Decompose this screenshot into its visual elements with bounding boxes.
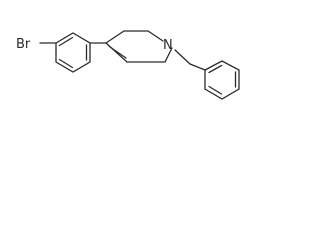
bromophenyl-ring-bonds	[55, 32, 91, 73]
benzyl-phenyl-double-bond-1	[208, 64, 223, 74]
benzyl-phenyl-double-bond-3	[208, 85, 223, 95]
benzyl-phenyl-ring-bonds	[204, 60, 240, 100]
bromine-atom-label: Br	[16, 37, 31, 52]
nitrogen-atom-label: N	[163, 38, 173, 53]
bromophenyl-double-bond-3	[58, 58, 74, 69]
benzyl-phenyl-ring	[204, 60, 240, 100]
bromophenyl-double-bond-1	[58, 36, 74, 47]
nitrogen-methylene-bond	[174, 49, 191, 65]
tetrahydropyridine-double-bond	[109, 46, 127, 59]
methylene-phenyl-bond	[189, 63, 206, 71]
chemical-structure-diagram: Br N	[16, 30, 240, 100]
tetrahydropyridine-ring	[105, 30, 173, 63]
bromophenyl-ring	[55, 32, 91, 73]
tetrahydropyridine-ring-bonds	[105, 30, 173, 63]
